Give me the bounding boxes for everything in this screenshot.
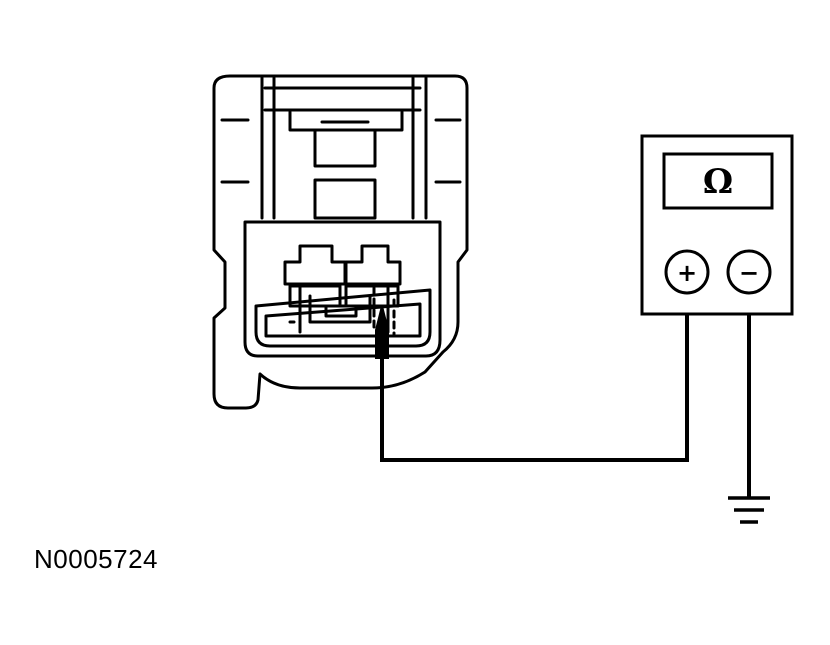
negative-terminal xyxy=(726,249,772,295)
positive-terminal-label: + xyxy=(677,259,697,287)
positive-terminal xyxy=(664,249,710,295)
positive-test-lead xyxy=(380,293,689,462)
ohmmeter: Ω + − xyxy=(640,134,794,316)
ohm-symbol-icon: Ω xyxy=(703,162,733,202)
figure-id: N0005724 xyxy=(34,544,158,574)
ground-icon xyxy=(728,496,770,524)
negative-terminal-label: − xyxy=(739,259,759,287)
meter-display xyxy=(662,152,774,210)
electrical-connector xyxy=(212,74,469,410)
probe-tip xyxy=(375,305,389,359)
